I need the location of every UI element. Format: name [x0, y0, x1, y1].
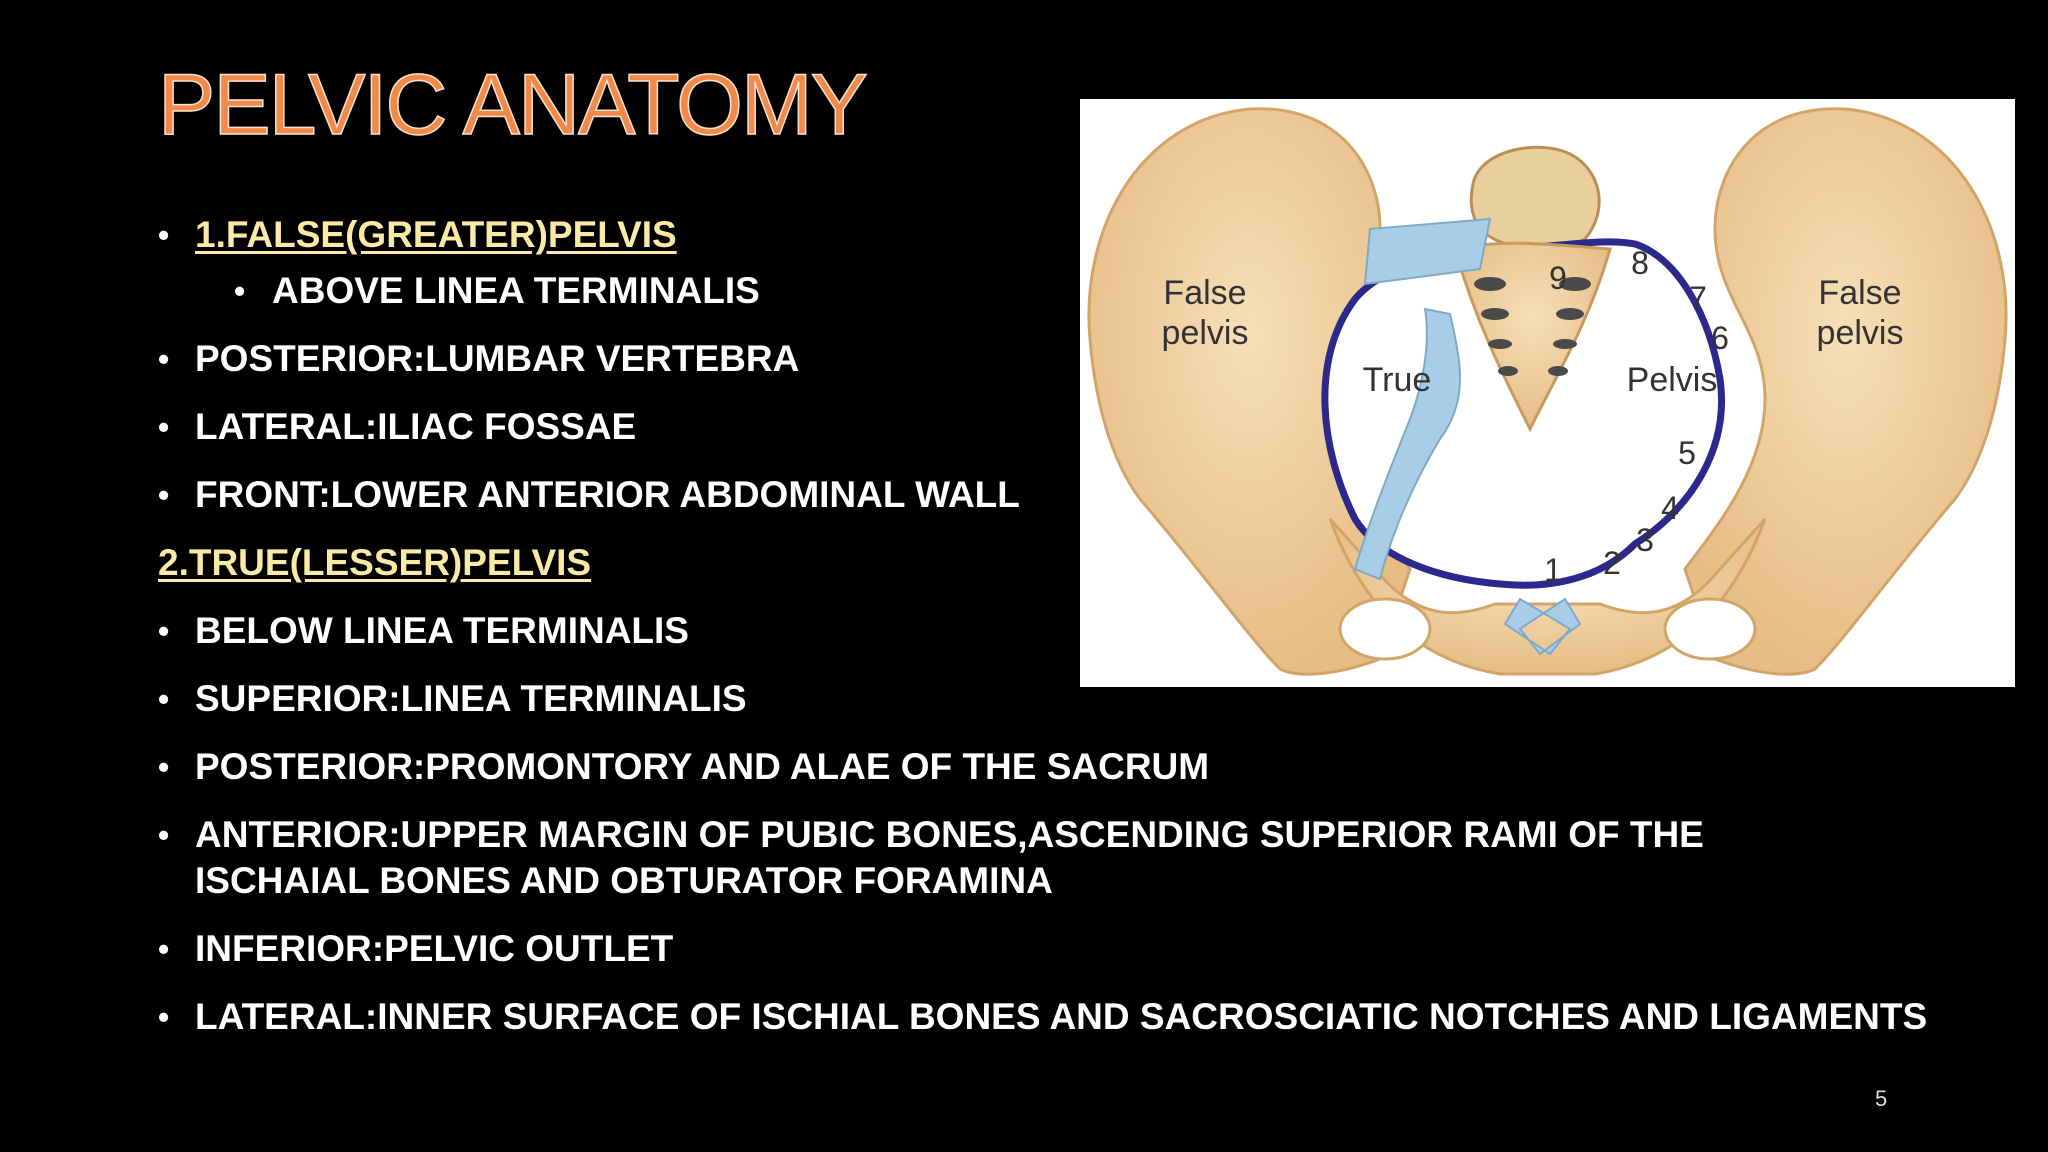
bullet-item: • ANTERIOR:UPPER MARGIN OF PUBIC BONES,AS…	[158, 812, 1838, 904]
right-obturator-foramen	[1663, 597, 1757, 661]
brim-number-1: 1	[1544, 552, 1562, 588]
bullet-glyph: •	[158, 681, 170, 717]
pelvis-diagram: False pelvis False pelvis True Pelvis 1 …	[1080, 99, 2015, 687]
brim-number-6: 6	[1711, 320, 1729, 356]
bullet-glyph: •	[158, 999, 170, 1035]
bullet-text: INFERIOR:PELVIC OUTLET	[195, 928, 674, 969]
bullet-item: • LATERAL:INNER SURFACE OF ISCHIAL BONES …	[158, 994, 1927, 1040]
bullet-glyph: •	[158, 341, 170, 377]
slide-title: PELVIC ANATOMY	[157, 57, 869, 153]
bullet-item[interactable]: • 1.FALSE(GREATER)PELVIS	[158, 212, 677, 258]
bullet-glyph: •	[158, 749, 170, 785]
bullet-text: LATERAL:INNER SURFACE OF ISCHIAL BONES A…	[195, 996, 1928, 1037]
brim-number-7: 7	[1689, 280, 1707, 316]
bullet-text: ABOVE LINEA TERMINALIS	[272, 270, 760, 311]
bullet-text: FRONT:LOWER ANTERIOR ABDOMINAL WALL	[195, 474, 1020, 515]
lumbar-vertebra	[1469, 145, 1601, 252]
label-false-pelvis-right-2: pelvis	[1817, 314, 1904, 352]
bullet-item: • POSTERIOR:PROMONTORY AND ALAE OF THE SA…	[158, 744, 1209, 790]
bullet-item: • INFERIOR:PELVIC OUTLET	[158, 926, 673, 972]
bullet-glyph: •	[158, 817, 170, 853]
brim-number-2: 2	[1603, 545, 1621, 581]
bullet-item: • BELOW LINEA TERMINALIS	[158, 608, 689, 654]
bullet-glyph: •	[234, 273, 246, 309]
pelvis-illustration: False pelvis False pelvis True Pelvis 1 …	[1087, 107, 2008, 676]
bullet-text: ANTERIOR:UPPER MARGIN OF PUBIC BONES,ASC…	[195, 814, 1704, 901]
label-false-pelvis-right-1: False	[1818, 274, 1901, 312]
bullet-glyph: •	[158, 217, 170, 253]
bullet-link-text: 2.TRUE(LESSER)PELVIS	[158, 540, 591, 586]
sacrospinous-ligament	[1353, 307, 1461, 581]
bullet-item: • SUPERIOR:LINEA TERMINALIS	[158, 676, 747, 722]
bullet-glyph: •	[158, 613, 170, 649]
iliolumbar-ligament	[1363, 217, 1492, 286]
bullet-glyph: •	[158, 477, 170, 513]
bullet-text: SUPERIOR:LINEA TERMINALIS	[195, 678, 747, 719]
label-false-pelvis-left-1: False	[1163, 274, 1246, 312]
bullet-item: • LATERAL:ILIAC FOSSAE	[158, 404, 636, 450]
bullet-item: • POSTERIOR:LUMBAR VERTEBRA	[158, 336, 799, 382]
section-link[interactable]: 2.TRUE(LESSER)PELVIS	[158, 542, 592, 583]
right-ilium	[1683, 107, 2008, 676]
bullet-glyph: •	[158, 931, 170, 967]
bullet-item: • FRONT:LOWER ANTERIOR ABDOMINAL WALL	[158, 472, 1020, 518]
bullet-text: POSTERIOR:PROMONTORY AND ALAE OF THE SAC…	[195, 746, 1210, 787]
label-true: True	[1363, 361, 1432, 399]
section-link[interactable]: 1.FALSE(GREATER)PELVIS	[195, 214, 677, 255]
brim-number-4: 4	[1661, 490, 1679, 526]
left-obturator-foramen	[1338, 597, 1432, 661]
bullet-item[interactable]: 2.TRUE(LESSER)PELVIS	[158, 540, 591, 586]
brim-number-9: 9	[1549, 260, 1567, 296]
symphysis-ligament	[1503, 597, 1582, 656]
page-number: 5	[1875, 1086, 1888, 1111]
brim-number-8: 8	[1631, 245, 1649, 281]
label-false-pelvis-left-2: pelvis	[1162, 314, 1249, 352]
bullet-link-text: 1.FALSE(GREATER)PELVIS	[158, 212, 677, 258]
brim-number-5: 5	[1678, 435, 1696, 471]
bullet-text: POSTERIOR:LUMBAR VERTEBRA	[195, 338, 800, 379]
bullet-text: LATERAL:ILIAC FOSSAE	[195, 406, 637, 447]
bullet-item: • ABOVE LINEA TERMINALIS	[158, 268, 760, 314]
bullet-text: BELOW LINEA TERMINALIS	[195, 610, 689, 651]
brim-number-3: 3	[1636, 522, 1654, 558]
bullet-glyph: •	[158, 409, 170, 445]
label-pelvis: Pelvis	[1627, 361, 1718, 399]
